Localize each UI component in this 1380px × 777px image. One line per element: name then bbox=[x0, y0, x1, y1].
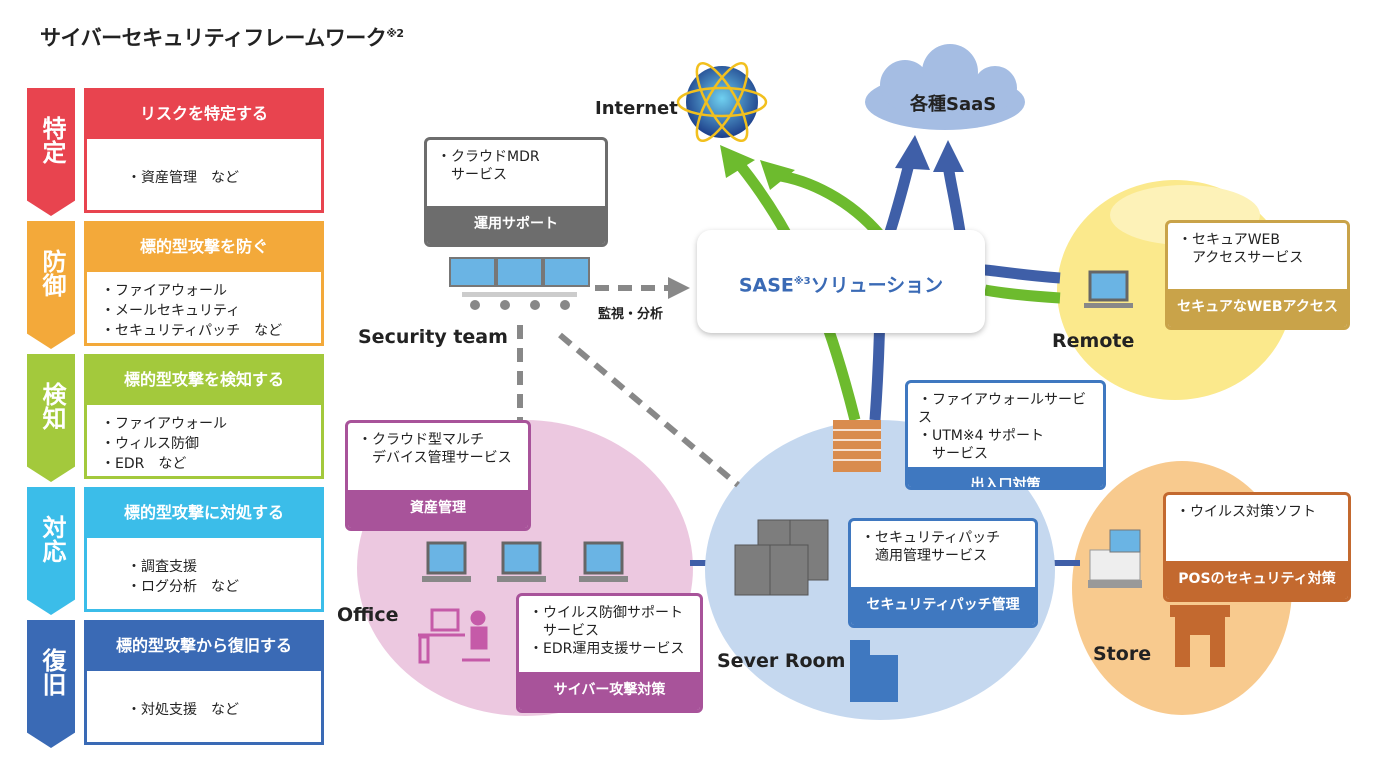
card-line: ・EDR運用支援サービス bbox=[529, 641, 685, 657]
card-line: ・クラウドMDR bbox=[437, 149, 540, 165]
framework-item: ・調査支援 bbox=[127, 559, 197, 575]
framework-item: ・対処支援 など bbox=[127, 702, 239, 718]
framework-tab-label: 特定 bbox=[38, 116, 66, 164]
framework-heading: 標的型攻撃を防ぐ bbox=[87, 224, 321, 272]
cyber-card: ・ウイルス防御サポート サービス・EDR運用支援サービスサイバー攻撃対策 bbox=[516, 593, 703, 713]
server-room-label: Sever Room bbox=[717, 650, 846, 672]
framework-tab-label: 復旧 bbox=[38, 648, 66, 696]
framework-tab: 防御 bbox=[27, 221, 75, 349]
card-line: アクセスサービス bbox=[1178, 250, 1304, 266]
internet-globe-icon bbox=[676, 62, 768, 142]
framework-tab: 復旧 bbox=[27, 620, 75, 748]
framework-box: 標的型攻撃に対処する・調査支援・ログ分析 など bbox=[84, 487, 324, 612]
card-line: ・ウイルス防御サポート bbox=[529, 605, 683, 621]
card-line: ・ファイアウォールサービス bbox=[918, 392, 1086, 426]
framework-tab-label: 対応 bbox=[38, 515, 66, 563]
card-line: ・クラウド型マルチ bbox=[358, 432, 484, 448]
security-team-label: Security team bbox=[358, 326, 508, 348]
patch-card-text: ・セキュリティパッチ 適用管理サービス bbox=[851, 521, 1035, 587]
framework-heading: 標的型攻撃から復旧する bbox=[87, 623, 321, 671]
asset-card: ・クラウド型マルチ デバイス管理サービス資産管理 bbox=[345, 420, 531, 531]
asset-card-footer: 資産管理 bbox=[348, 490, 528, 528]
framework-items: ・資産管理 など bbox=[87, 139, 321, 209]
framework-item: ・セキュリティパッチ など bbox=[101, 323, 283, 339]
card-line: デバイス管理サービス bbox=[358, 450, 512, 466]
framework-item: ・ファイアウォール bbox=[101, 283, 227, 299]
pos-register-icon bbox=[1088, 529, 1142, 588]
framework-items: ・調査支援・ログ分析 など bbox=[87, 538, 321, 608]
mdr-card-footer: 運用サポート bbox=[427, 206, 605, 244]
gateway-card-text: ・ファイアウォールサービス・UTM※4 サポート サービス bbox=[908, 383, 1103, 467]
store-icon bbox=[1170, 605, 1230, 667]
pos-card-footer: POSのセキュリティ対策 bbox=[1166, 561, 1348, 599]
card-line: ・ウイルス対策ソフト bbox=[1176, 504, 1316, 520]
monitoring-dashed-lines bbox=[517, 285, 740, 488]
card-line: ・UTM※4 サポート bbox=[918, 428, 1044, 444]
framework-item: ・EDR など bbox=[101, 456, 187, 472]
office-laptops-icon bbox=[426, 541, 624, 575]
framework-heading: 標的型攻撃を検知する bbox=[87, 357, 321, 405]
saas-label: 各種SaaS bbox=[910, 94, 997, 115]
framework-box: 標的型攻撃を防ぐ・ファイアウォール・メールセキュリティ・セキュリティパッチ など bbox=[84, 221, 324, 346]
pos-card-text: ・ウイルス対策ソフト bbox=[1166, 495, 1348, 561]
framework-item: ・ウィルス防御 bbox=[101, 436, 199, 452]
building-icon bbox=[850, 640, 898, 702]
saas-cloud-icon bbox=[865, 44, 1025, 130]
card-line: サービス bbox=[437, 167, 507, 183]
framework-heading: リスクを特定する bbox=[87, 91, 321, 139]
framework-box: 標的型攻撃を検知する・ファイアウォール・ウィルス防御・EDR など bbox=[84, 354, 324, 479]
office-label: Office bbox=[337, 604, 399, 626]
framework-item: ・資産管理 など bbox=[127, 170, 239, 186]
framework-heading: 標的型攻撃に対処する bbox=[87, 490, 321, 538]
web-card-footer: セキュアなWEBアクセス bbox=[1168, 289, 1347, 327]
store-label: Store bbox=[1093, 643, 1152, 665]
framework-tab-label: 検知 bbox=[38, 382, 66, 430]
monitor-arrowhead bbox=[668, 277, 690, 299]
framework-items: ・ファイアウォール・ウィルス防御・EDR など bbox=[87, 405, 321, 475]
card-line: ・セキュアWEB bbox=[1178, 232, 1281, 248]
cyber-card-text: ・ウイルス防御サポート サービス・EDR運用支援サービス bbox=[519, 596, 700, 672]
remote-label: Remote bbox=[1052, 330, 1135, 352]
framework-items: ・対処支援 など bbox=[87, 671, 321, 741]
card-line: 適用管理サービス bbox=[861, 548, 987, 564]
patch-card-footer: セキュリティパッチ管理 bbox=[851, 587, 1035, 625]
firewall-icon bbox=[833, 420, 881, 472]
web-card: ・セキュアWEB アクセスサービスセキュアなWEBアクセス bbox=[1165, 220, 1350, 330]
framework-box: リスクを特定する・資産管理 など bbox=[84, 88, 324, 213]
web-card-text: ・セキュアWEB アクセスサービス bbox=[1168, 223, 1347, 289]
framework-tab: 特定 bbox=[27, 88, 75, 216]
mdr-card: ・クラウドMDR サービス運用サポート bbox=[424, 137, 608, 247]
page-title: サイバーセキュリティフレームワーク※2 bbox=[40, 26, 404, 50]
security-team-monitors-icon bbox=[449, 257, 590, 310]
framework-items: ・ファイアウォール・メールセキュリティ・セキュリティパッチ など bbox=[87, 272, 321, 342]
office-worker-icon bbox=[418, 608, 490, 664]
servers-icon bbox=[734, 519, 829, 596]
framework-item: ・メールセキュリティ bbox=[101, 303, 241, 319]
framework-box: 標的型攻撃から復旧する・対処支援 など bbox=[84, 620, 324, 745]
framework-tab-label: 防御 bbox=[38, 249, 66, 297]
cyber-card-footer: サイバー攻撃対策 bbox=[519, 672, 700, 710]
remote-laptop-icon bbox=[1084, 270, 1133, 308]
card-line: サービス bbox=[918, 446, 988, 462]
patch-card: ・セキュリティパッチ 適用管理サービスセキュリティパッチ管理 bbox=[848, 518, 1038, 628]
framework-item: ・ファイアウォール bbox=[101, 416, 227, 432]
monitor-analysis-label: 監視・分析 bbox=[598, 307, 664, 322]
card-line: ・セキュリティパッチ bbox=[861, 530, 1001, 546]
asset-card-text: ・クラウド型マルチ デバイス管理サービス bbox=[348, 423, 528, 490]
framework-item: ・ログ分析 など bbox=[127, 579, 239, 595]
gateway-card: ・ファイアウォールサービス・UTM※4 サポート サービス出入口対策 bbox=[905, 380, 1106, 490]
internet-label: Internet bbox=[595, 98, 678, 119]
card-line: サービス bbox=[529, 623, 599, 639]
framework-tab: 対応 bbox=[27, 487, 75, 615]
mdr-card-text: ・クラウドMDR サービス bbox=[427, 140, 605, 206]
gateway-card-footer: 出入口対策 bbox=[908, 467, 1103, 487]
pos-card: ・ウイルス対策ソフト POSのセキュリティ対策 bbox=[1163, 492, 1351, 602]
sase-solution-box: SASE※3ソリューション bbox=[697, 230, 985, 333]
framework-tab: 検知 bbox=[27, 354, 75, 482]
